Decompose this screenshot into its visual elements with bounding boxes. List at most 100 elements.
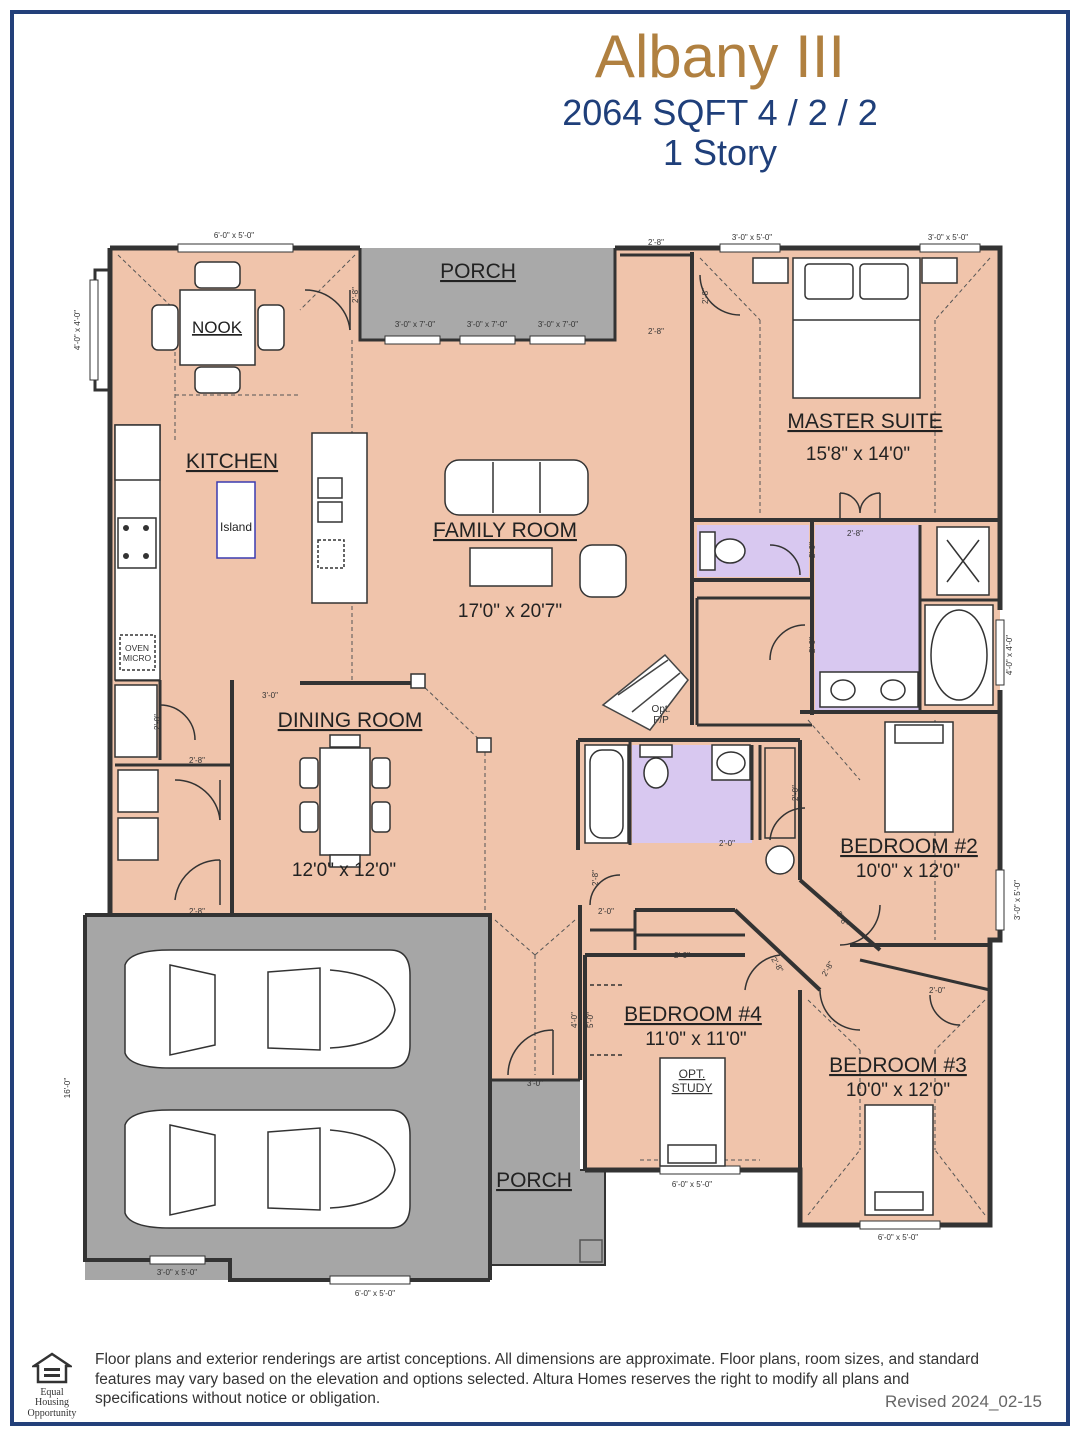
label-bedroom4-size: 11'0" x 11'0" — [645, 1029, 746, 1050]
walls — [83, 245, 1003, 1282]
plan-stories: 1 Story — [662, 132, 778, 173]
w-garage2: 6'-0" x 5'-0" — [355, 1289, 395, 1298]
kitchen-island — [216, 481, 256, 559]
bed2 — [884, 721, 954, 833]
label-oven: OVEN — [125, 643, 149, 653]
master-bed — [752, 257, 958, 399]
d-hall3: 2'-8" — [648, 327, 664, 336]
w-top-nook: 6'-0" x 5'-0" — [214, 231, 254, 240]
d-hall-closet: 2'-8" — [591, 870, 600, 886]
fridge — [114, 424, 161, 481]
size-labels: 6'-0" x 5'-0" 4'-0" x 4'-0" 3'-0" x 7'-0… — [63, 231, 1022, 1298]
d-closet-b4: 2'-0" — [674, 951, 690, 960]
revised-date: Revised 2024_02-15 — [885, 1392, 1042, 1411]
plan-title: Albany III — [594, 23, 846, 90]
label-opt-fp-1: Opt. — [652, 704, 671, 715]
fireplace — [601, 653, 689, 731]
page-frame — [10, 10, 1070, 1426]
label-dining-room: DINING ROOM — [278, 709, 423, 732]
water-heater — [765, 845, 795, 875]
disclaimer: Floor plans and exterior renderings are … — [95, 1351, 979, 1407]
w-garage1: 3'-0" x 5'-0" — [157, 1268, 197, 1277]
rear-porch — [360, 248, 615, 340]
label-bedroom2-size: 10'0" x 12'0" — [856, 861, 960, 882]
w-bed2: 3'-0" x 5'-0" — [1013, 880, 1022, 920]
d-master-bath: 2'-8" — [847, 529, 863, 538]
w-porch2: 3'-0" x 7'-0" — [467, 320, 507, 329]
sofa — [444, 459, 589, 516]
dryer — [117, 817, 159, 861]
dining-table — [299, 734, 391, 868]
label-family-room-size: 17'0" x 20'7" — [458, 601, 562, 622]
garage-depth: 16'-0" — [63, 1078, 72, 1099]
armchair — [579, 544, 627, 598]
windows — [89, 243, 1005, 1285]
front-porch — [490, 1080, 605, 1265]
w-bed4: 6'-0" x 5'-0" — [672, 1180, 712, 1189]
bed3 — [864, 1104, 934, 1216]
d-b4-a: 4'-0" — [570, 1012, 579, 1028]
label-rear-porch: PORCH — [440, 260, 516, 283]
label-dining-room-size: 12'0" x 12'0" — [292, 860, 396, 881]
label-master-suite: MASTER SUITE — [787, 410, 942, 433]
w-porch1: 3'-0" x 7'-0" — [395, 320, 435, 329]
label-island: Island — [220, 520, 252, 534]
label-bedroom3-size: 10'0" x 12'0" — [846, 1080, 950, 1101]
d-hall2: 2'-8" — [701, 288, 710, 304]
coffee-table — [469, 547, 553, 587]
w-master2: 3'-0" x 5'-0" — [928, 233, 968, 242]
label-master-suite-size: 15'8" x 14'0" — [806, 444, 910, 465]
range — [117, 517, 157, 569]
d-dining: 3'-0" — [262, 691, 278, 700]
d-closet-m: 2'-0" — [808, 637, 817, 653]
d-linen: 2'-0" — [598, 907, 614, 916]
master-bath-fixtures — [699, 526, 994, 708]
car-2 — [124, 1109, 411, 1229]
hall-bath-fixtures — [584, 744, 751, 844]
label-micro: MICRO — [123, 653, 152, 663]
label-kitchen: KITCHEN — [186, 450, 278, 473]
d-closet-b2: 2'-0" — [791, 785, 800, 801]
furniture — [114, 257, 994, 1263]
label-nook: NOOK — [192, 318, 243, 337]
label-opt-study-1: OPT. — [679, 1067, 706, 1081]
d-toilet: 2'-0" — [808, 542, 817, 558]
nook-table — [151, 261, 285, 394]
w-master1: 3'-0" x 5'-0" — [732, 233, 772, 242]
label-front-porch: PORCH — [496, 1169, 572, 1192]
w-bed3: 6'-0" x 5'-0" — [878, 1233, 918, 1242]
label-opt-fp-2: F/P — [653, 715, 669, 726]
oven-micro — [119, 634, 156, 671]
bed4 — [659, 1057, 726, 1167]
eho-line3: Opportunity — [27, 1407, 77, 1419]
washer — [117, 769, 159, 813]
w-porch3: 3'-0" x 7'-0" — [538, 320, 578, 329]
d-closet-b3: 2'-0" — [929, 986, 945, 995]
equal-housing-logo: Equal Housing Opportunity — [22, 1352, 82, 1419]
eho-line1: Equal — [40, 1386, 64, 1398]
pantry — [114, 684, 158, 758]
doors — [159, 274, 961, 1076]
eho-line2: Housing — [35, 1397, 69, 1408]
d-pantry: 2'-0" — [153, 714, 162, 730]
label-bedroom2: BEDROOM #2 — [840, 835, 978, 858]
d-laundry: 2'-8" — [189, 756, 205, 765]
burners-icon — [123, 525, 149, 559]
w-bath: 4'-0" x 4'-0" — [1005, 635, 1014, 675]
house-icon — [29, 1352, 75, 1384]
w-left-nook: 4'-0" x 4'-0" — [73, 310, 82, 350]
room-labels: NOOK KITCHEN Island PORCH FAMILY ROOM 17… — [123, 260, 978, 1192]
label-bedroom4: BEDROOM #4 — [624, 1003, 762, 1026]
car-1 — [124, 949, 411, 1069]
label-opt-study-2: STUDY — [672, 1081, 713, 1095]
d-top-hall: 2'-8" — [648, 238, 664, 247]
plan-spec: 2064 SQFT 4 / 2 / 2 — [562, 92, 878, 133]
d-b4-b: 5'-0" — [586, 1012, 595, 1028]
label-bedroom3: BEDROOM #3 — [829, 1054, 967, 1077]
label-family-room: FAMILY ROOM — [433, 519, 577, 542]
d-entry: 3'-0" — [527, 1079, 543, 1088]
d-garage: 2'-8" — [189, 907, 205, 916]
d-nook: 2'-8" — [351, 287, 360, 303]
d-bath2: 2'-0" — [719, 839, 735, 848]
